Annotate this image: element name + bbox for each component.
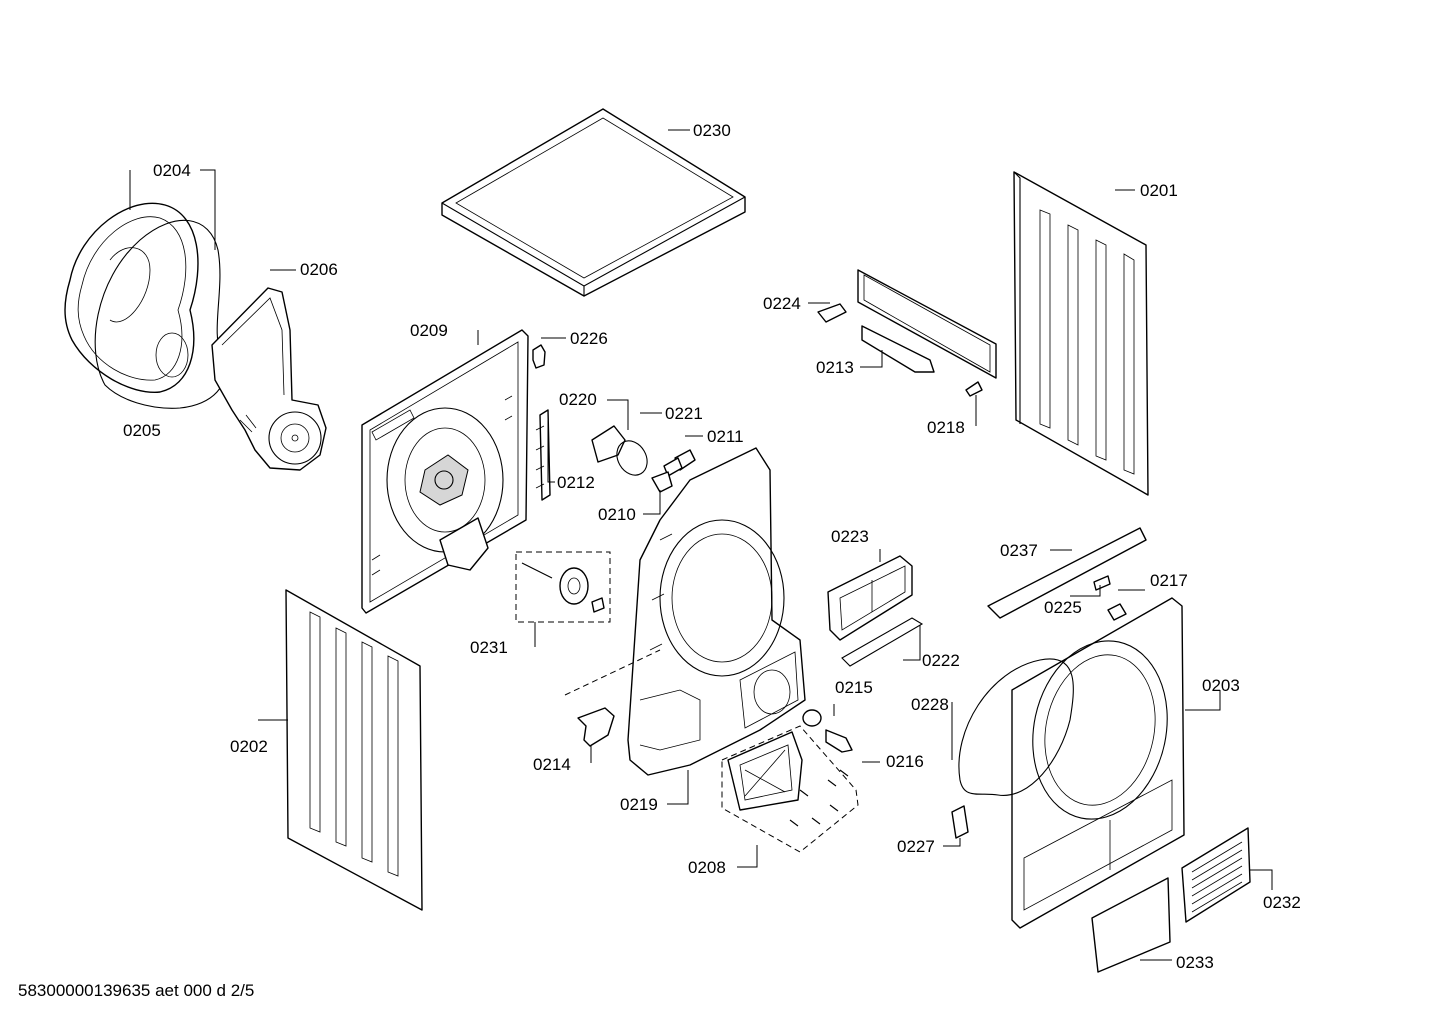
- part-0202-side-panel-left: [285, 589, 423, 911]
- label-0232: 0232: [1263, 893, 1301, 912]
- part-0210-elbow: [651, 471, 673, 493]
- label-0203: 0203: [1202, 676, 1240, 695]
- label-0225: 0225: [1044, 598, 1082, 617]
- part-0220-cover-cap: [591, 425, 626, 463]
- label-0216: 0216: [886, 752, 924, 771]
- label-0224: 0224: [763, 294, 801, 313]
- part-0237-front-rail: [987, 527, 1147, 619]
- label-0201: 0201: [1140, 181, 1178, 200]
- label-0227: 0227: [897, 837, 935, 856]
- part-0222-gasket: [841, 617, 924, 667]
- part-0228-door-seal: [958, 658, 1074, 796]
- leader-lines: [129, 129, 1273, 961]
- part-0217-hinge: [1107, 603, 1127, 621]
- label-0231: 0231: [470, 638, 508, 657]
- part-0230-top-cover: [441, 108, 746, 297]
- label-0221: 0221: [665, 404, 703, 423]
- part-0201-side-panel-right: [1013, 171, 1149, 496]
- label-0219: 0219: [620, 795, 658, 814]
- part-0233-flap: [1091, 877, 1171, 973]
- part-0221-o-ring: [616, 440, 648, 476]
- label-0220: 0220: [559, 390, 597, 409]
- label-0233: 0233: [1176, 953, 1214, 972]
- part-0203-front-panel: [1011, 597, 1185, 929]
- label-0237: 0237: [1000, 541, 1038, 560]
- label-0208: 0208: [688, 858, 726, 877]
- part-0213-control-frame: [857, 269, 997, 379]
- label-0209: 0209: [410, 321, 448, 340]
- label-0223: 0223: [831, 527, 869, 546]
- part-labels: 0204 0206 0205 0230 0209 0226 0220 0221 …: [123, 121, 1301, 972]
- part-0223-fluff-filter: [827, 555, 913, 641]
- part-0227-catch: [951, 805, 969, 839]
- label-0228: 0228: [911, 695, 949, 714]
- part-0218-clip: [965, 381, 983, 397]
- part-0209-rear-panel: [361, 329, 529, 614]
- label-0226: 0226: [570, 329, 608, 348]
- label-0218: 0218: [927, 418, 965, 437]
- label-0204: 0204: [153, 161, 191, 180]
- label-0206: 0206: [300, 260, 338, 279]
- diagram-footer-reference: 58300000139635 aet 000 d 2/5: [18, 981, 254, 1000]
- label-0222: 0222: [922, 651, 960, 670]
- part-0232-grille: [1181, 827, 1251, 923]
- label-0202: 0202: [230, 737, 268, 756]
- part-0216-plug: [825, 729, 853, 753]
- part-0214-bracket: [564, 649, 661, 747]
- label-0212: 0212: [557, 473, 595, 492]
- label-0230: 0230: [693, 121, 731, 140]
- label-0205: 0205: [123, 421, 161, 440]
- part-0224-small-bracket: [817, 303, 847, 323]
- part-0208-filter-plate-group: [721, 725, 859, 853]
- label-0215: 0215: [835, 678, 873, 697]
- part-0231-pulley-group: [515, 551, 611, 623]
- part-0225-clip: [1093, 575, 1111, 591]
- part-0215-knob: [802, 709, 822, 727]
- label-0210: 0210: [598, 505, 636, 524]
- label-0211: 0211: [707, 427, 744, 446]
- label-0214: 0214: [533, 755, 571, 774]
- part-0206-fan-housing: [211, 287, 327, 471]
- label-0213: 0213: [816, 358, 854, 377]
- part-0226-clip: [532, 344, 546, 369]
- part-0204-rear-drum-cover: [64, 202, 199, 393]
- part-0205-drum-seal: [94, 219, 226, 409]
- label-0217: 0217: [1150, 571, 1188, 590]
- part-0219-front-frame: [627, 447, 806, 776]
